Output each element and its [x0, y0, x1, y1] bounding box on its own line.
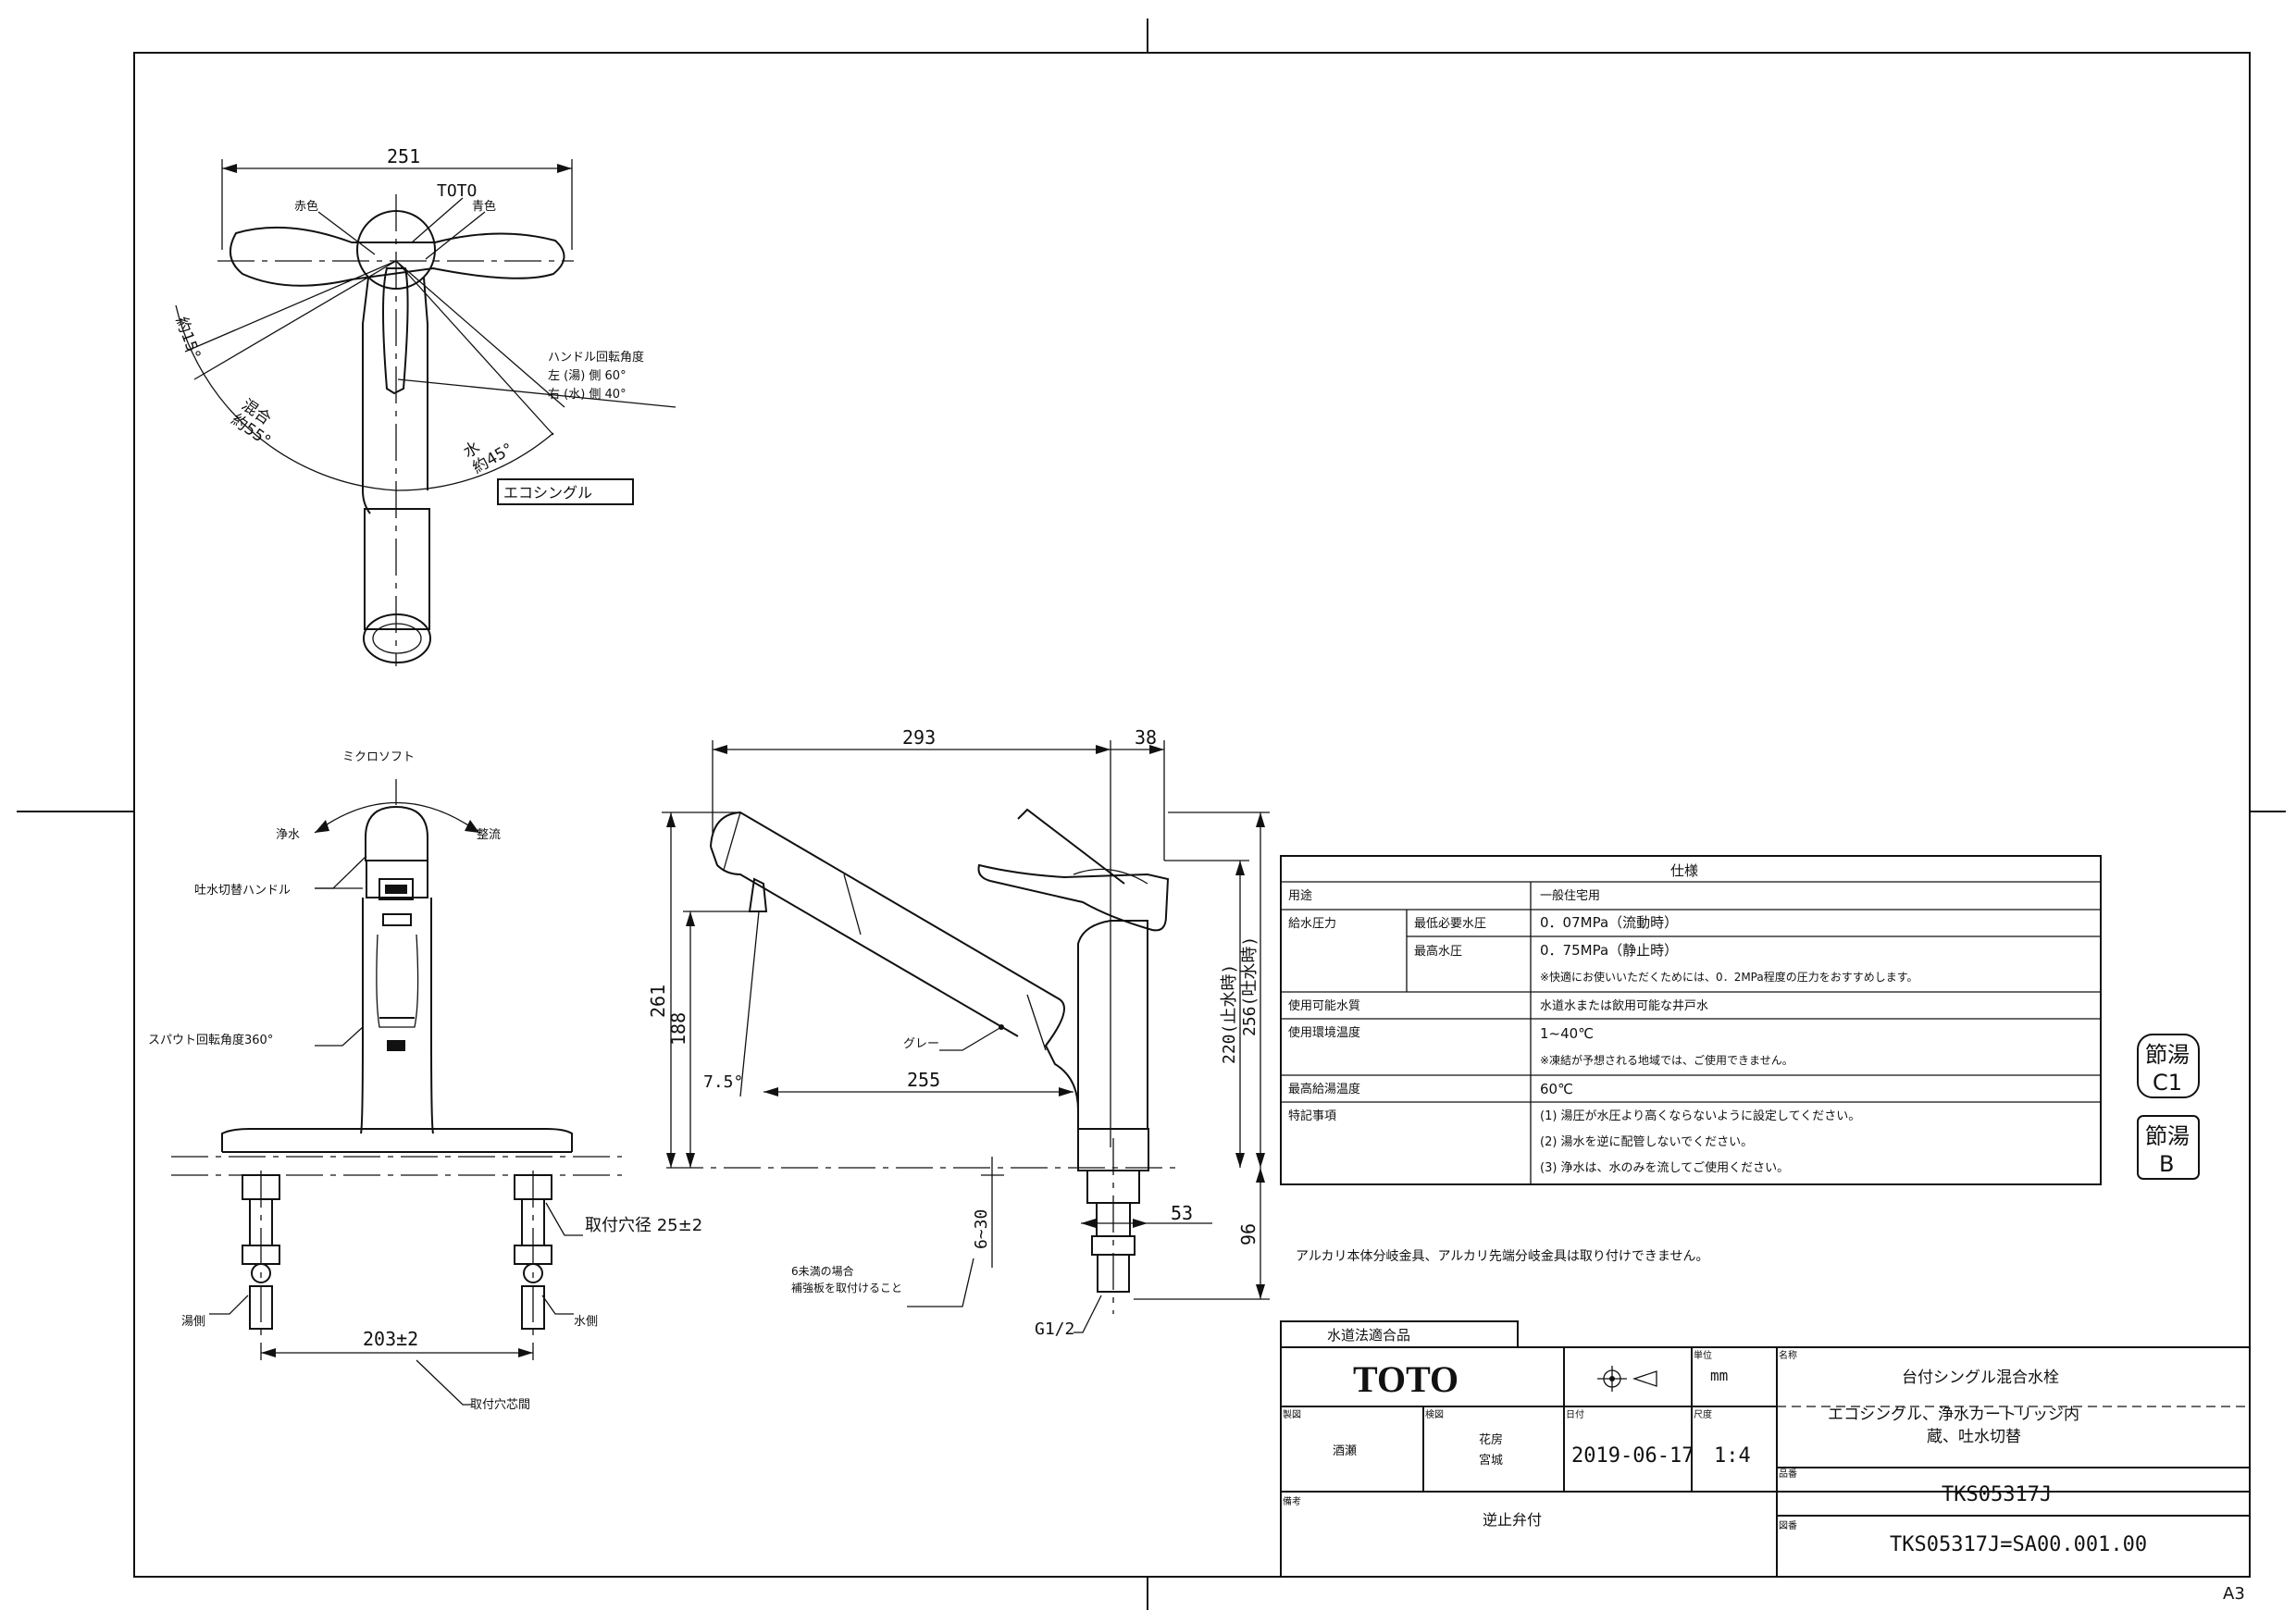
eco-label-box	[497, 478, 634, 505]
unit-label: 単位	[1694, 1349, 1712, 1361]
spec-value-note3: (3) 浄水は、水のみを流してご使用ください。	[1540, 1160, 1789, 1175]
badge-b-top: 節湯	[2145, 1123, 2190, 1149]
spec-value-freeze: ※凍結が予想される地域では、ご使用できません。	[1540, 1053, 1793, 1067]
dim-251: 251	[387, 145, 420, 167]
dim-256: 256(吐水時)	[1240, 936, 1260, 1036]
product-name-2: エコシングル、浄水カートリッジ内	[1828, 1406, 2079, 1424]
name-label: 名称	[1779, 1349, 1797, 1361]
compliance-label: 水道法適合品	[1327, 1327, 1410, 1344]
spec-label-env: 使用環境温度	[1288, 1025, 1360, 1040]
mount-hole-center-label: 取付穴芯間	[470, 1398, 530, 1412]
dim-261: 261	[647, 985, 669, 1018]
check-name-1: 花房	[1479, 1432, 1503, 1447]
badge-c1-top: 節湯	[2145, 1042, 2190, 1068]
spec-value-max: 0．75MPa（静止時）	[1540, 942, 1678, 959]
toto-mark-label: TOTO	[437, 181, 477, 201]
dim-7-5-deg: 7.5°	[703, 1072, 743, 1092]
angle-15: 約15°	[171, 315, 204, 362]
badge-c1: 節湯 C1	[2137, 1034, 2200, 1098]
remarks-label: 備考	[1283, 1495, 1301, 1507]
side-view: 293 38 261 188 7.5°	[647, 726, 1270, 1339]
date-label: 日付	[1566, 1408, 1584, 1420]
spec-value-env: 1~40℃	[1540, 1025, 1594, 1042]
dim-255: 255	[907, 1069, 940, 1091]
dim-188: 188	[667, 1012, 689, 1046]
alkali-note: アルカリ本体分岐金具、アルカリ先端分岐金具は取り付けできません。	[1296, 1249, 1708, 1264]
model-value: TKS05317J	[1942, 1483, 2052, 1506]
spec-value-hot: 60℃	[1540, 1081, 1573, 1097]
spec-label-notes: 特記事項	[1288, 1109, 1336, 1123]
scale-label: 尺度	[1694, 1408, 1712, 1420]
drawing-no-value: TKS05317J=SA00.001.00	[1890, 1533, 2147, 1556]
spec-value-note2: (2) 湯水を逆に配管しないでください。	[1540, 1134, 1753, 1149]
spec-value-note1: (1) 湯圧が水圧より高くならないように設定してください。	[1540, 1109, 1860, 1123]
scale-value: 1:4	[1714, 1444, 1751, 1468]
design-label: 製図	[1283, 1408, 1301, 1420]
spec-value-use: 一般住宅用	[1540, 888, 1600, 903]
design-name: 酒瀬	[1333, 1444, 1357, 1458]
badge-c1-bottom: C1	[2153, 1070, 2182, 1096]
blue-label: 青色	[472, 199, 496, 214]
mount-hole-label: 取付穴径 25±2	[585, 1216, 702, 1235]
purified-label: 浄水	[276, 828, 300, 842]
angle-55: 混合約55°	[228, 396, 284, 451]
check-label: 検図	[1425, 1408, 1444, 1420]
dim-6-30: 6~30	[972, 1209, 991, 1249]
drawing-no-label: 図番	[1779, 1520, 1797, 1531]
shower-label: 整流	[477, 828, 501, 842]
product-name-1: 台付シングル混合水栓	[1902, 1369, 2059, 1387]
model-label: 品番	[1779, 1468, 1797, 1480]
date-value: 2019-06-17	[1571, 1444, 1694, 1468]
projection-symbol-icon	[1597, 1366, 1657, 1392]
micro-soft-label: ミクロソフト	[342, 750, 415, 764]
spec-title: 仕様	[1670, 862, 1698, 879]
title-block: 水道法適合品 TOTO 単位 mm 名称 台付シングル混合水栓 エコシングル、浄…	[1280, 1320, 2251, 1578]
red-label: 赤色	[294, 199, 318, 214]
spec-sub-min: 最低必要水圧	[1414, 917, 1486, 931]
front-view: ミクロソフト 浄水 整流	[148, 750, 702, 1412]
pitch-dim: 203±2	[363, 1328, 418, 1350]
dim-53: 53	[1171, 1202, 1193, 1224]
cold-side-label: 水側	[574, 1315, 598, 1329]
rotation-title: ハンドル回転角度	[548, 350, 644, 365]
note-6-line2: 補強板を取付けること	[791, 1282, 902, 1295]
remarks-value: 逆止弁付	[1483, 1511, 1542, 1529]
spec-label-pressure: 給水圧力	[1288, 917, 1336, 931]
spout-rotation-label: スパウト回転角度360°	[148, 1033, 273, 1047]
check-name-2: 宮城	[1479, 1453, 1503, 1468]
angle-45: 水約45°	[461, 424, 517, 477]
spec-sub-max: 最高水圧	[1414, 944, 1462, 959]
eco-label: エコシングル	[503, 484, 592, 502]
badge-b: 節湯 B	[2137, 1115, 2200, 1180]
spec-value-min: 0．07MPa（流動時）	[1540, 914, 1678, 931]
spec-value-water: 水道水または飲用可能な井戸水	[1540, 998, 1708, 1013]
sheet-frame	[17, 19, 2286, 1610]
spec-table: 仕様 用途 一般住宅用 給水圧力 最低必要水圧 0．07MPa（流動時） 最高水…	[1280, 855, 2102, 1185]
brand-logo: TOTO	[1353, 1358, 1458, 1400]
cold-leg	[514, 1171, 552, 1360]
thread-label: G1/2	[1035, 1319, 1074, 1339]
spec-value-recommend: ※快適にお使いいただくためには、0．2MPa程度の圧力をおすすめします。	[1540, 970, 1918, 984]
rotation-left: 左 (湯) 側 60°	[548, 369, 627, 383]
dim-220: 220(止水時)	[1220, 964, 1239, 1064]
badge-b-bottom: B	[2159, 1151, 2174, 1177]
dim-96: 96	[1237, 1223, 1260, 1245]
dim-38: 38	[1135, 726, 1157, 749]
spec-label-water: 使用可能水質	[1288, 998, 1360, 1013]
grey-label: グレー	[903, 1037, 939, 1051]
rotation-right: 右 (水) 側 40°	[548, 388, 627, 402]
sheet-size: A3	[2223, 1584, 2245, 1604]
unit-value: mm	[1710, 1367, 1728, 1384]
dim-293: 293	[902, 726, 936, 749]
switch-handle-label: 吐水切替ハンドル	[194, 884, 291, 898]
note-6-line1: 6未満の場合	[791, 1264, 854, 1278]
product-name-3: 蔵、吐水切替	[1927, 1428, 2021, 1446]
top-view: 251 赤色 TOTO 青色 約15° 混合約55° 水約45° ハンドル回	[171, 145, 676, 666]
spec-label-hot: 最高給湯温度	[1288, 1082, 1360, 1096]
hot-leg	[242, 1171, 280, 1360]
spec-label-use: 用途	[1288, 888, 1312, 903]
hot-side-label: 湯側	[181, 1315, 205, 1329]
